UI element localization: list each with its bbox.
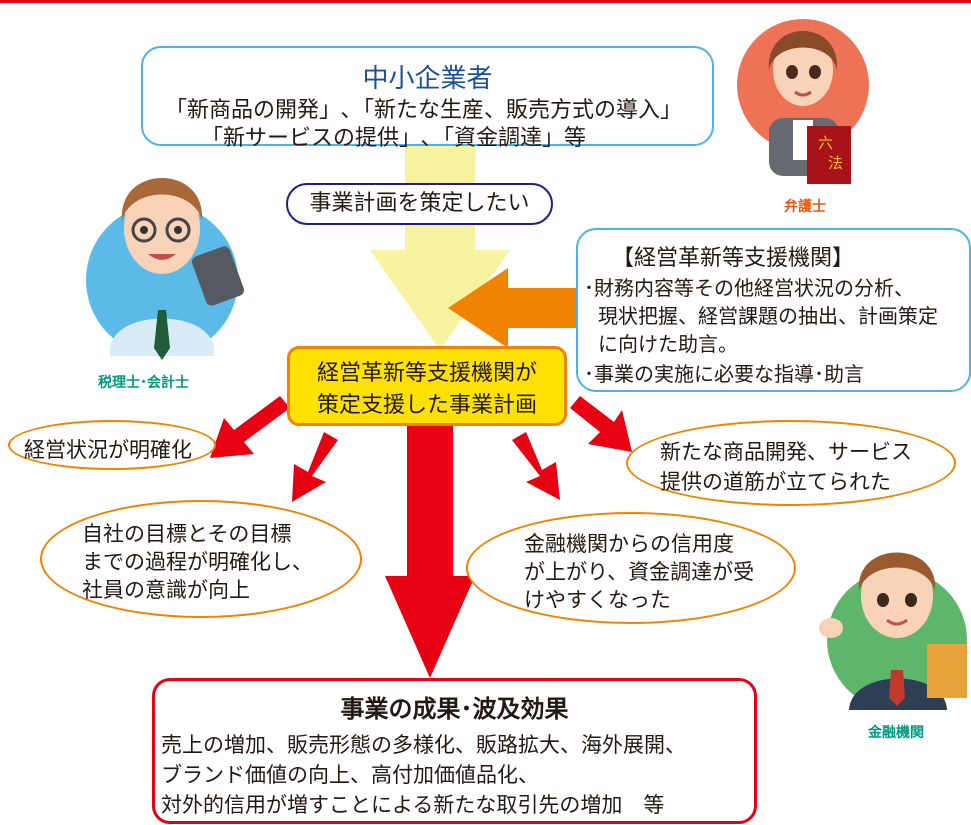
effect-credit-line: が上がり、資金調達が受 [524,560,755,584]
arrow-to-credit [512,432,560,500]
effect-product-line: 提供の道筋が立てられた [660,470,891,494]
flow-arrow-down-red [385,426,475,678]
sme-box: 中小企業者 「新商品の開発」､「新たな生産、販売方式の導入」 「新サービスの提供… [141,46,714,151]
result-line: 売上の増加、販売形態の多様化、販路拡大、海外展開、 [161,733,686,757]
support-line: ･事業の実施に必要な指導･助言 [584,362,864,386]
bank-caption: 金融機関 [868,725,924,741]
effect-goals-line: 社員の意識が向上 [82,578,250,602]
accountant-illustration [86,178,244,360]
result-box: 事業の成果･波及効果 売上の増加、販売形態の多様化、販路拡大、海外展開、 ブラン… [152,678,757,824]
effect-goals-line: 自社の目標とその目標 [82,522,292,546]
arrow-to-product [570,396,632,452]
plan-line-2: 策定支援した事業計画 [316,393,537,418]
result-line: ブランド価値の向上、高付加価値品化、 [161,763,539,787]
want-plan-pill: 事業計画を策定したい [286,183,553,225]
effect-clear-text: 経営状況が明確化 [24,438,192,462]
effect-product-line: 新たな商品開発、サービス [660,440,912,464]
effect-goals-line: までの過程が明確化し、 [82,550,313,574]
lawyer-illustration [737,19,869,184]
effect-credit-line: 金融機関からの信用度 [524,532,734,556]
support-line: 現状把握、経営課題の抽出、計画策定 [598,304,938,328]
effect-credit: 金融機関からの信用度 が上がり、資金調達が受 けやすくなった [466,512,796,624]
result-line: 対外的信用が増すことによる新たな取引先の増加 等 [161,793,665,817]
effect-credit-line: けやすくなった [524,588,671,612]
support-line: に向けた助言。 [598,332,738,356]
effect-product: 新たな商品開発、サービス 提供の道筋が立てられた [626,420,956,506]
support-heading: 【経営革新等支援機関】 [612,246,855,271]
sme-title: 中小企業者 [362,64,493,94]
effect-clear-status: 経営状況が明確化 [8,420,216,470]
top-rule [0,0,971,3]
support-agency-box: 【経営革新等支援機関】 ･財務内容等その他経営状況の分析、 現状把握、経営課題の… [576,228,971,392]
sme-line-2: 「新サービスの提供」､「資金調達」等 [201,126,587,151]
book-label-bottom: 法 [828,154,844,172]
effect-goals: 自社の目標とその目標 までの過程が明確化し、 社員の意識が向上 [40,500,362,618]
bank-staff-illustration [819,552,967,710]
support-arrow-left [448,268,578,348]
sme-line-1: 「新商品の開発」､「新たな生産、販売方式の導入」 [165,98,683,123]
supported-plan-box: 経営革新等支援機関が 策定支援した事業計画 [287,346,567,426]
result-title: 事業の成果･波及効果 [340,695,569,723]
support-line: ･財務内容等その他経営状況の分析、 [584,276,914,300]
lawyer-caption: 弁護士 [784,199,826,215]
arrow-to-goals [292,432,338,502]
book-label-top: 六 [818,134,834,152]
accountant-caption: 税理士･会計士 [98,375,189,391]
arrow-to-clear [210,396,290,458]
plan-line-1: 経営革新等支援機関が [316,361,537,386]
